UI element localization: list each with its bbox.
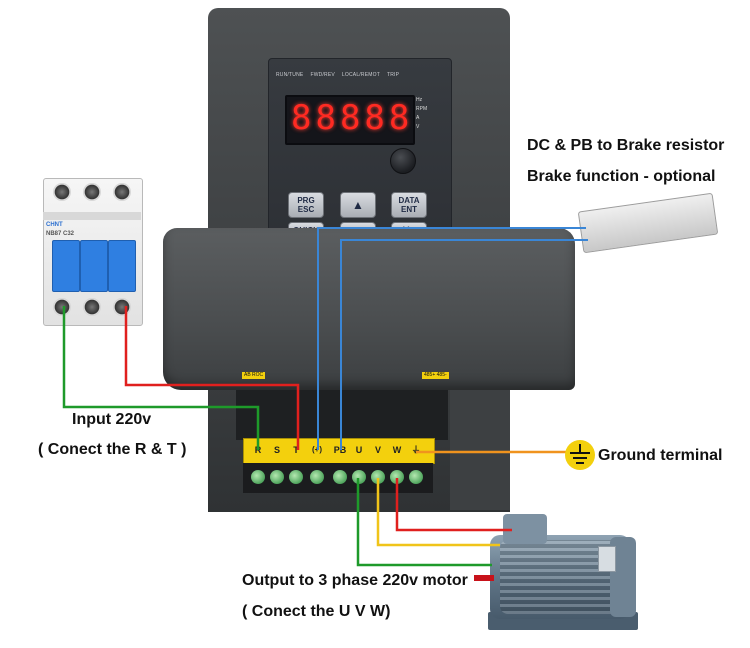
status-trip: TRIP — [386, 72, 400, 78]
up-arrow-icon: ▲ — [352, 197, 364, 212]
terminal-pb: PB — [333, 445, 347, 455]
unit-v: V — [416, 124, 420, 130]
status-indicator-row: RUN/TUNE FWD/REV LOCAL/REMOT TRIP — [276, 72, 448, 82]
ent-key-label: ENT — [401, 205, 417, 214]
led-digits: 88888 — [291, 98, 414, 138]
terminal-w: W — [392, 445, 402, 455]
breaker-top-terminal-3 — [113, 183, 131, 201]
wire-red-input — [124, 306, 300, 450]
status-run-tune: RUN/TUNE — [276, 72, 304, 78]
brake-optional-caption: Brake function - optional — [527, 168, 716, 185]
terminal-t: T — [293, 445, 299, 455]
breaker-model: NB87 — [46, 231, 62, 237]
control-panel — [268, 58, 452, 250]
screw-plus — [310, 470, 324, 484]
screw-v — [371, 470, 385, 484]
screw-ground — [409, 470, 423, 484]
potentiometer-knob[interactable] — [390, 148, 416, 174]
wire-green-input — [62, 306, 260, 450]
screw-u — [352, 470, 366, 484]
breaker-rating: C32 — [63, 231, 75, 237]
breaker-top-terminal-2 — [83, 183, 101, 201]
breaker-toggle-2[interactable] — [80, 240, 108, 292]
breaker-rail — [43, 212, 141, 220]
terminal-ground-icon: ⏚ — [411, 445, 421, 455]
tag-ab-roc: AB ROC — [242, 372, 266, 379]
ground-terminal-caption: Ground terminal — [598, 447, 723, 464]
ground-symbol-icon — [565, 440, 595, 470]
screw-r — [251, 470, 265, 484]
screw-s — [270, 470, 284, 484]
prg-esc-key[interactable]: PRG ESC — [288, 192, 324, 218]
breaker-brand: CHNT — [46, 222, 63, 228]
esc-key-label: ESC — [297, 205, 315, 214]
unit-rpm: RPM — [416, 106, 428, 112]
data-key-label: DATA — [398, 196, 420, 205]
wire-red-lead — [474, 575, 494, 581]
breaker-toggle-3[interactable] — [108, 240, 136, 292]
terminal-cover — [163, 228, 575, 390]
terminal-s: S — [273, 445, 280, 455]
led-display — [285, 95, 415, 145]
prg-key-label: PRG — [297, 196, 315, 205]
motor-nameplate — [598, 546, 616, 572]
terminal-v: V — [374, 445, 381, 455]
wire-green-output — [356, 478, 492, 567]
data-ent-key[interactable]: DATA ENT — [391, 192, 427, 218]
up-key[interactable]: ▲ — [340, 192, 376, 218]
screw-w — [390, 470, 404, 484]
breaker-bottom-terminal-2 — [83, 298, 101, 316]
output-connection-caption: ( Conect the U V W) — [242, 603, 391, 620]
unit-indicators: Hz RPM A V — [416, 96, 440, 140]
unit-a: A — [416, 115, 420, 121]
input-voltage-caption: Input 220v — [72, 411, 152, 428]
terminal-u: U — [355, 445, 363, 455]
input-connection-caption: ( Conect the R & T ) — [38, 441, 187, 458]
breaker-top-terminal-1 — [53, 183, 71, 201]
wire-red-output — [395, 478, 512, 532]
wire-blue-pb — [340, 239, 588, 450]
breaker-toggle-1[interactable] — [52, 240, 80, 292]
status-local-remote: LOCAL/REMOT — [341, 72, 380, 78]
tag-485: 485+ 485- — [422, 372, 449, 379]
breaker-bottom-terminal-1 — [53, 298, 71, 316]
brake-resistor-caption: DC & PB to Brake resistor — [527, 137, 725, 154]
screw-pb — [333, 470, 347, 484]
status-fwd-rev: FWD/REV — [310, 72, 335, 78]
wire-blue-dc — [317, 227, 586, 450]
lower-bezel — [450, 390, 510, 510]
screw-t — [289, 470, 303, 484]
wire-yellow-output — [376, 478, 500, 547]
unit-hz: Hz — [416, 97, 423, 103]
output-motor-caption: Output to 3 phase 220v motor — [242, 572, 468, 589]
